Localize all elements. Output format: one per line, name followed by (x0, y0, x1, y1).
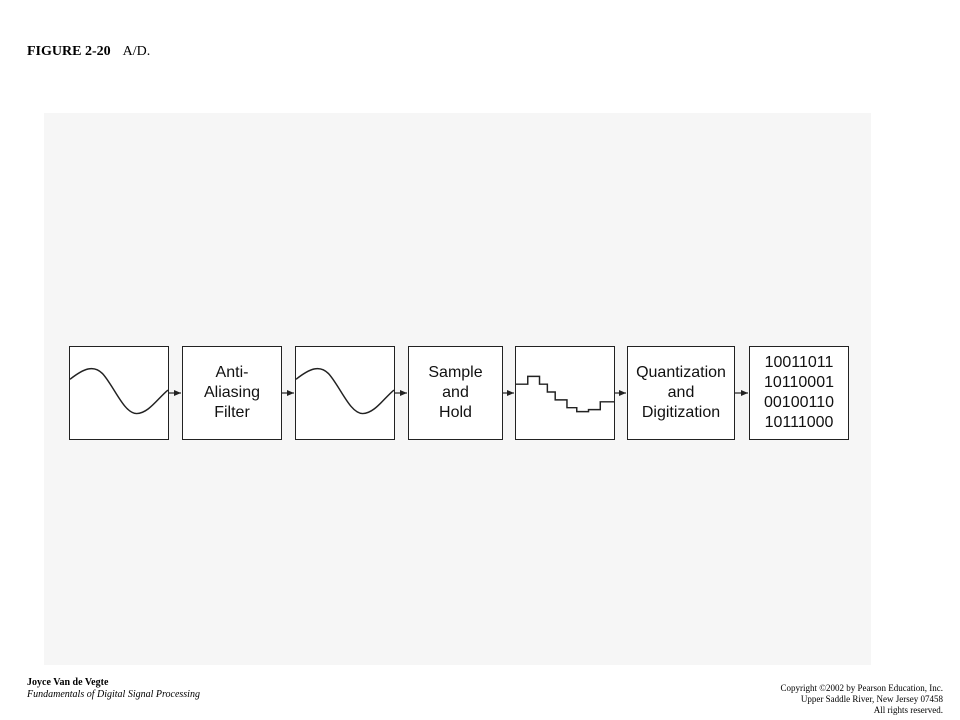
quantization-digitization-block: Quantization and Digitization (627, 346, 735, 440)
staircase-signal-icon (516, 375, 614, 413)
sine-wave-icon (296, 367, 394, 415)
sine-wave-icon (70, 367, 168, 415)
quantization-label: Quantization and Digitization (636, 364, 726, 421)
binary-codes: 10011011 10110001 00100110 10111000 (764, 353, 834, 433)
figure-title: A/D. (122, 44, 151, 59)
staircase-signal-block (515, 346, 615, 440)
rights-line: All rights reserved. (873, 705, 943, 715)
copyright-line: Copyright ©2002 by Pearson Education, In… (780, 683, 943, 693)
filtered-signal-block (295, 346, 395, 440)
footer-credits: Joyce Van de Vegte Fundamentals of Digit… (27, 677, 200, 701)
publisher-address: Upper Saddle River, New Jersey 07458 (800, 694, 943, 704)
anti-aliasing-filter-block: Anti- Aliasing Filter (182, 346, 282, 440)
binary-code-line: 00100110 (764, 394, 834, 411)
analog-input-block (69, 346, 169, 440)
sample-hold-block: Sample and Hold (408, 346, 503, 440)
binary-output-block: 10011011 10110001 00100110 10111000 (749, 346, 849, 440)
figure-caption: FIGURE 2-20 A/D. (27, 44, 150, 60)
binary-code-line: 10111000 (764, 414, 834, 431)
sample-hold-label: Sample and Hold (428, 364, 483, 421)
binary-code-line: 10011011 (764, 354, 834, 371)
author-name: Joyce Van de Vegte (27, 677, 109, 688)
book-title: Fundamentals of Digital Signal Processin… (27, 689, 200, 700)
binary-code-line: 10110001 (764, 374, 834, 391)
figure-number: FIGURE 2-20 (27, 44, 111, 59)
filter-label: Anti- Aliasing Filter (203, 364, 261, 421)
footer-copyright: Copyright ©2002 by Pearson Education, In… (780, 683, 943, 716)
